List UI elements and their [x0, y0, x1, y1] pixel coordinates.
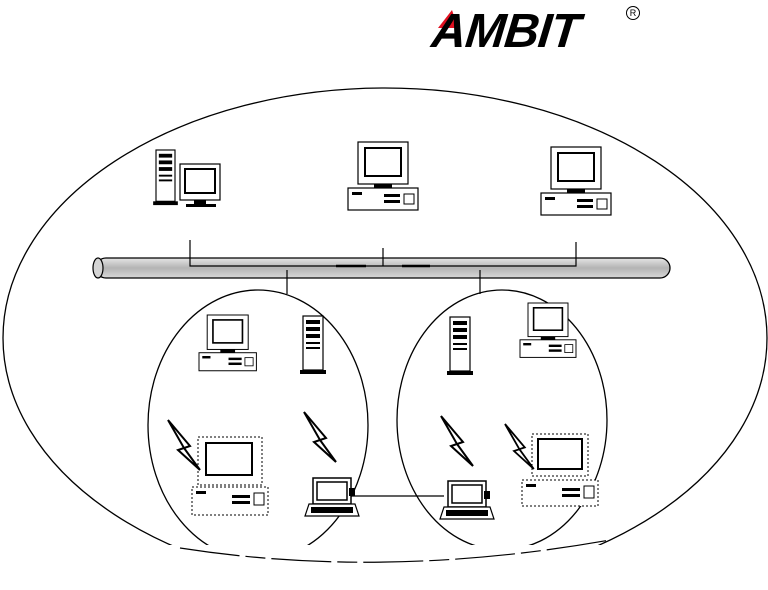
desktop-pc-icon — [520, 303, 576, 357]
wireless-signal-icon — [441, 416, 473, 466]
wireless-signal-icon — [505, 424, 534, 469]
wireless-desktop-pc-icon — [192, 437, 268, 515]
tower-server-icon — [300, 316, 326, 374]
wireless-signal-icon — [304, 412, 336, 462]
wireless-desktop-pc-icon — [522, 434, 598, 506]
desktop-pc-icon — [199, 315, 256, 371]
wireless-laptop-icon — [305, 478, 359, 516]
wireless-laptop-icon — [440, 481, 494, 519]
desktop-pc-icon — [348, 142, 418, 210]
left-subnet-ellipse — [148, 290, 368, 560]
desktop-pc-icon — [541, 147, 611, 215]
wireless-signal-icon — [168, 420, 200, 470]
tower-server-with-monitor-icon — [153, 150, 220, 207]
right-subnet-ellipse — [397, 290, 607, 550]
ethernet-backbone — [93, 258, 670, 278]
tower-server-icon — [447, 317, 473, 375]
